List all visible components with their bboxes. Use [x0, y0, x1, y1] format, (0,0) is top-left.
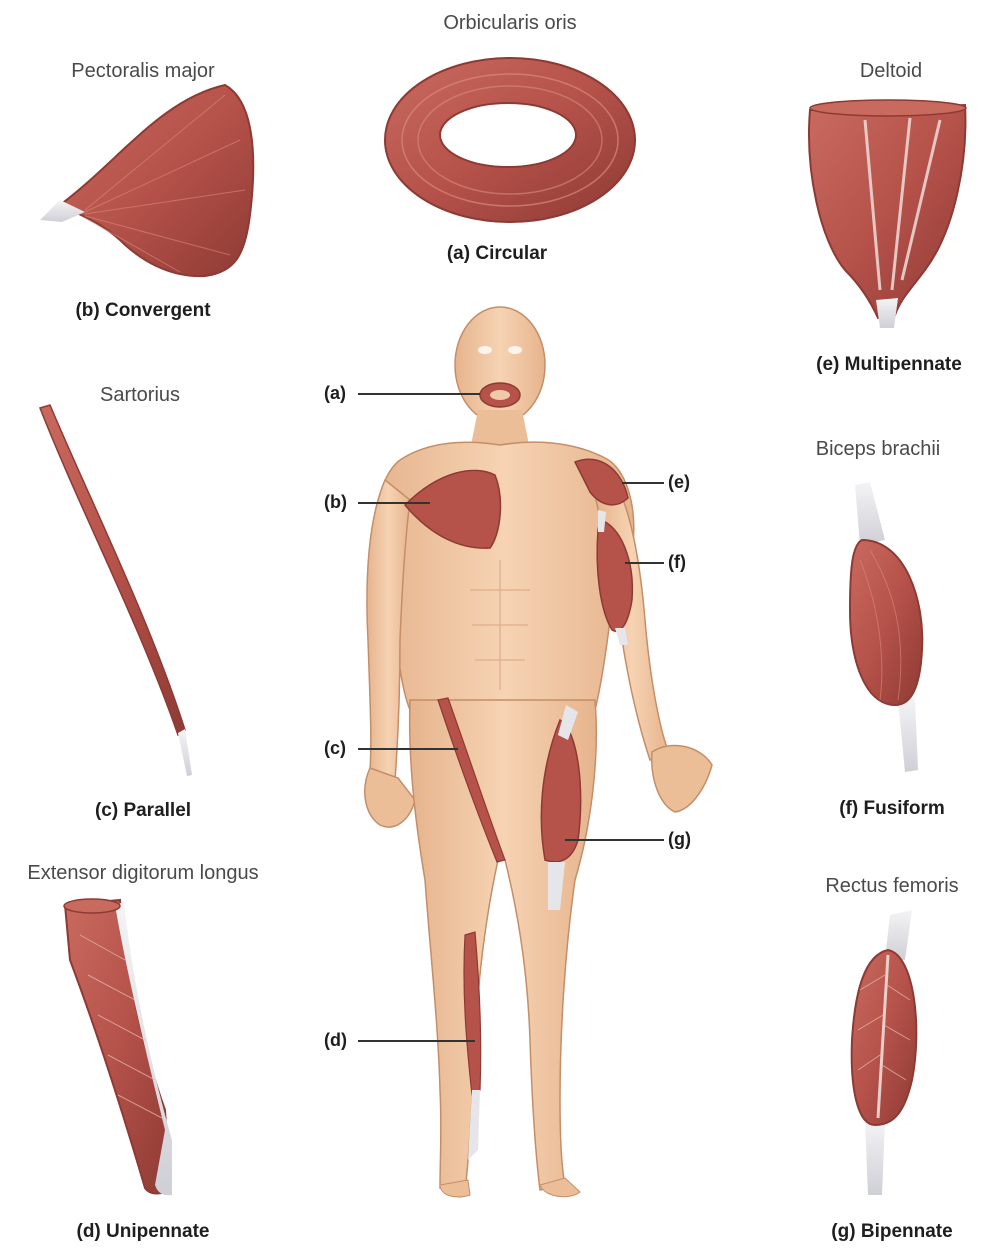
circular-caption: (a) Circular: [447, 243, 547, 265]
fusiform-caption: (f) Fusiform: [839, 798, 945, 820]
human-body-figure: [365, 307, 712, 1197]
orbicularis-oris-label: Orbicularis oris: [443, 12, 576, 35]
extensor-digitorum-longus-label: Extensor digitorum longus: [27, 862, 258, 885]
deltoid-muscle: [809, 100, 966, 328]
biceps-brachii-label: Biceps brachii: [816, 438, 941, 461]
extensor-digitorum-longus-muscle: [64, 899, 172, 1195]
parallel-caption: (c) Parallel: [95, 800, 191, 822]
convergent-caption: (b) Convergent: [75, 300, 210, 322]
deltoid-label: Deltoid: [860, 60, 922, 83]
body-key-a: (a): [324, 383, 346, 404]
biceps-brachii-muscle: [850, 482, 922, 772]
body-key-d: (d): [324, 1030, 347, 1051]
body-key-e: (e): [668, 472, 690, 493]
body-key-b: (b): [324, 492, 347, 513]
pectoralis-major-muscle: [40, 85, 253, 276]
unipennate-caption: (d) Unipennate: [77, 1221, 210, 1243]
body-key-g: (g): [668, 829, 691, 850]
orbicularis-oris-muscle: [385, 58, 635, 222]
rectus-femoris-muscle: [852, 910, 917, 1195]
sartorius-muscle: [40, 405, 192, 776]
multipennate-caption: (e) Multipennate: [816, 354, 962, 376]
body-key-f: (f): [668, 552, 686, 573]
bipennate-caption: (g) Bipennate: [831, 1221, 952, 1243]
body-key-c: (c): [324, 738, 346, 759]
rectus-femoris-label: Rectus femoris: [825, 875, 958, 898]
sartorius-label: Sartorius: [100, 384, 180, 407]
pectoralis-major-label: Pectoralis major: [71, 60, 214, 83]
